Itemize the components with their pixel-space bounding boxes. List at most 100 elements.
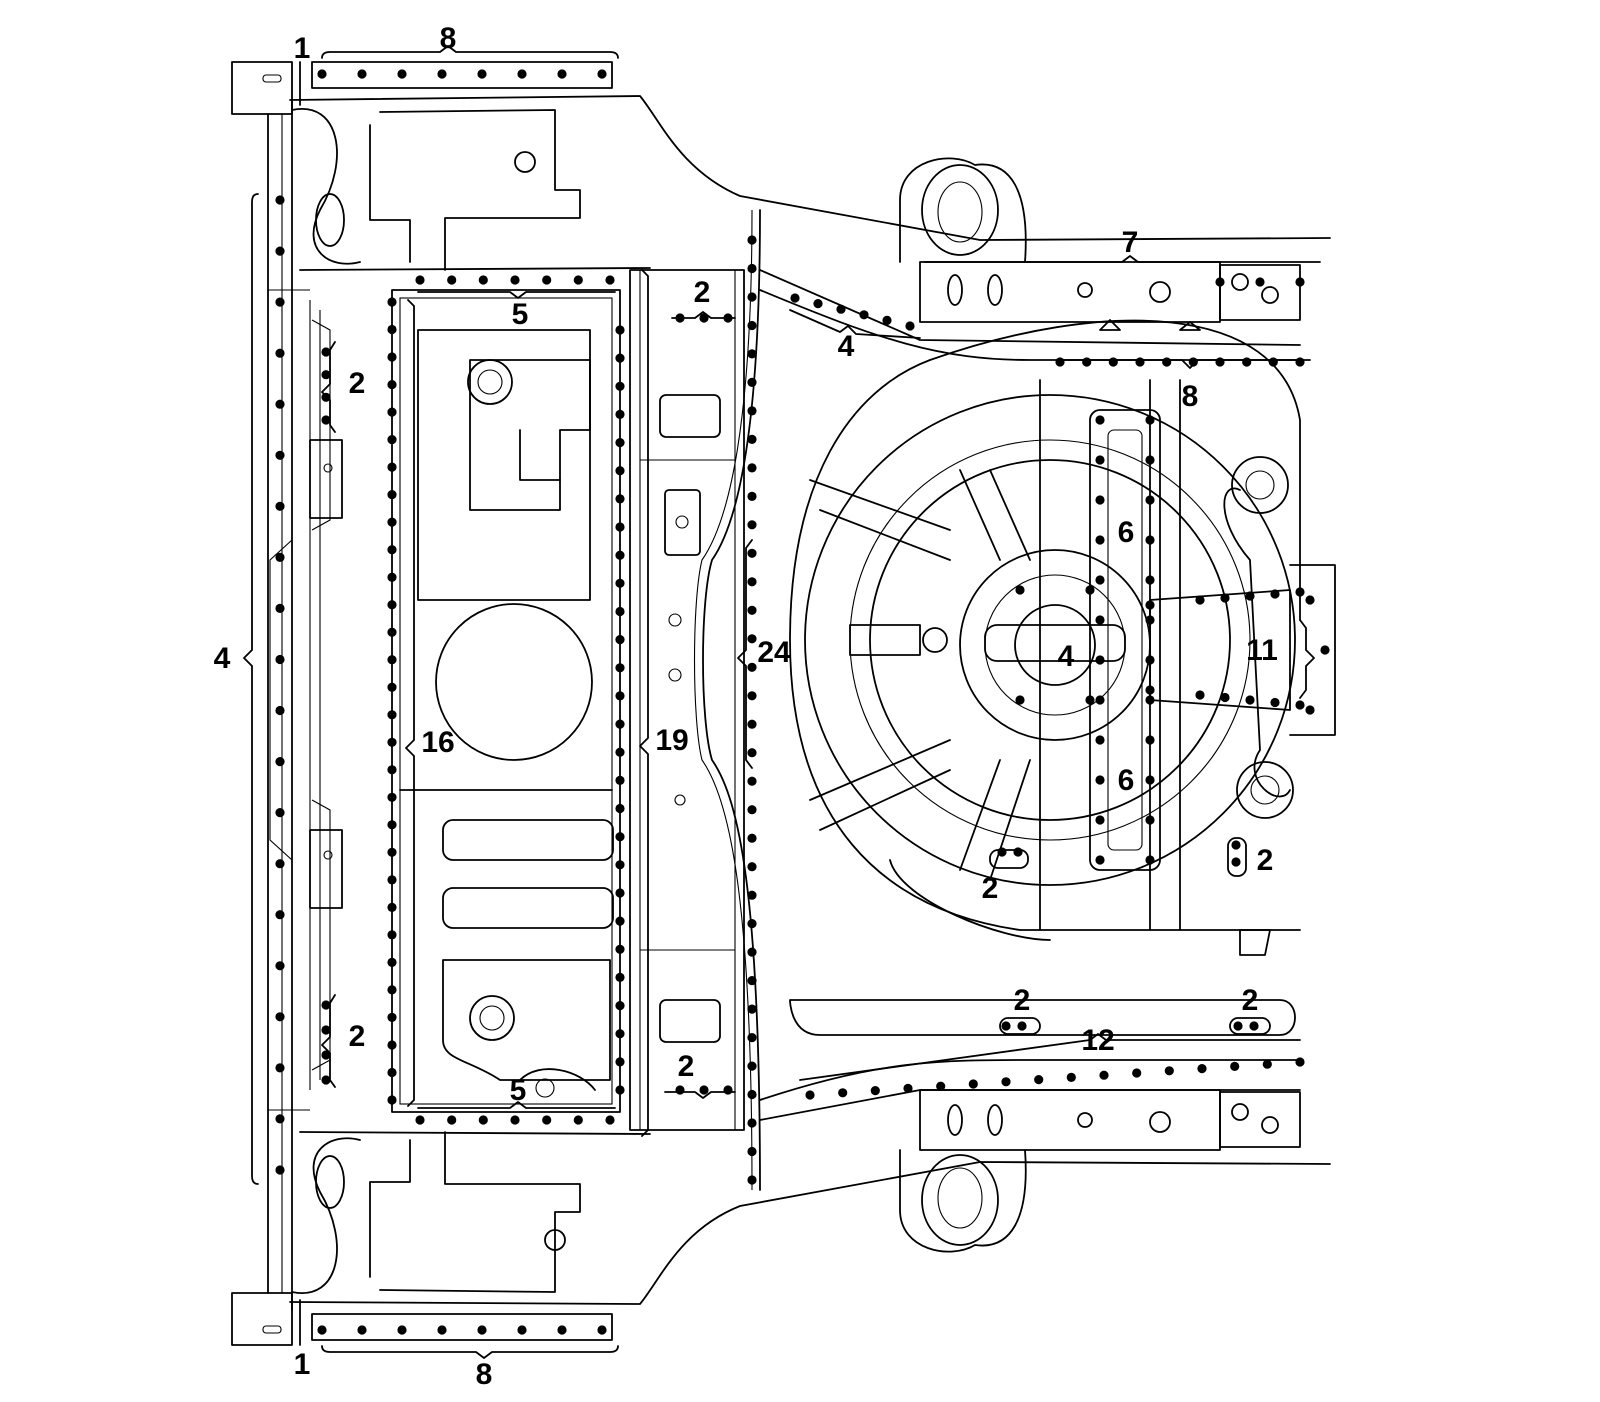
- weld-dot: [275, 757, 285, 767]
- weld-dot: [321, 415, 331, 425]
- weld-dot: [615, 606, 625, 617]
- weld-dot: [387, 902, 397, 913]
- callout-6-lower: 6: [1118, 764, 1135, 797]
- weld-dot: [1095, 495, 1105, 505]
- weld-dot: [1145, 685, 1155, 695]
- weld-dot: [387, 435, 397, 445]
- weld-dot: [1015, 695, 1025, 705]
- weld-dot: [1145, 575, 1155, 585]
- weld-dot: [1145, 735, 1155, 745]
- callout-2-tub: 2: [982, 872, 999, 905]
- weld-dot: [275, 1012, 285, 1022]
- weld-dot: [790, 293, 800, 303]
- weld-dot: [387, 1067, 397, 1078]
- weld-dot: [615, 691, 625, 701]
- weld-dot: [1242, 357, 1252, 367]
- weld-dot: [747, 748, 757, 758]
- weld-dot: [747, 1033, 757, 1043]
- weld-dot: [1295, 277, 1305, 287]
- weld-dot: [275, 808, 285, 818]
- weld-dot: [321, 1075, 331, 1085]
- callout-7: 7: [1122, 226, 1139, 259]
- weld-dot: [1233, 1021, 1243, 1031]
- weld-dot: [1295, 700, 1305, 710]
- weld-dot: [747, 434, 757, 444]
- callout-8-top-left: 8: [440, 22, 457, 55]
- weld-dot: [615, 466, 625, 476]
- weld-dot: [615, 944, 625, 954]
- upper-spring-tower: [899, 157, 1027, 263]
- weld-dot: [997, 847, 1007, 857]
- weld-dot: [1305, 595, 1315, 605]
- weld-dot: [1164, 1066, 1174, 1076]
- weld-dot: [836, 304, 846, 314]
- weld-dot: [747, 862, 757, 872]
- weld-dot: [478, 275, 488, 285]
- weld-dot: [747, 1004, 757, 1014]
- weld-dot: [1132, 1068, 1142, 1078]
- weld-dot: [723, 1085, 733, 1095]
- weld-dot: [1095, 535, 1105, 545]
- weld-dot: [1034, 1075, 1044, 1085]
- weld-dot: [615, 1029, 625, 1039]
- callout-16: 16: [421, 726, 454, 759]
- weld-dot: [747, 919, 757, 929]
- weld-dot: [387, 737, 397, 747]
- weld-dot: [747, 890, 757, 900]
- weld-dot: [747, 463, 757, 473]
- weld-dot: [275, 1114, 285, 1124]
- weld-dot: [747, 292, 757, 302]
- callout-labels: 1 8 1 8 4 5 5 2 2 2 2 16 19 24 4 7 8 4 6…: [214, 22, 1278, 1391]
- weld-dot: [1013, 847, 1023, 857]
- weld-dot: [1268, 357, 1278, 367]
- weld-dot: [859, 310, 869, 320]
- weld-dot: [415, 1115, 425, 1125]
- weld-dot: [542, 275, 552, 285]
- weld-dot: [615, 860, 625, 870]
- lower-floor-reinforcement: [789, 837, 1296, 1036]
- callout-8-bottom-left: 8: [476, 1358, 493, 1391]
- weld-dot: [1220, 692, 1230, 703]
- callout-4-rail: 4: [838, 330, 855, 363]
- lower-spring-tower: [899, 1149, 1027, 1253]
- weld-dot: [477, 1325, 487, 1335]
- weld-dot: [387, 297, 397, 307]
- weld-dot: [317, 1325, 327, 1335]
- weld-dot: [275, 450, 285, 460]
- weld-dot: [387, 462, 397, 472]
- weld-dot: [1270, 589, 1280, 599]
- weld-dot: [747, 263, 757, 274]
- weld-dot: [747, 691, 757, 701]
- weld-dot: [387, 407, 397, 417]
- weld-dot: [321, 370, 331, 380]
- weld-dot: [1215, 277, 1225, 287]
- weld-dot: [1017, 1021, 1027, 1031]
- weld-dot: [321, 1000, 331, 1010]
- rear-rail-upper: [759, 261, 1301, 361]
- spare-wheel-tub: [789, 319, 1301, 941]
- weld-dot: [387, 875, 397, 885]
- weld-dot: [275, 552, 285, 563]
- weld-dot: [321, 1025, 331, 1035]
- weld-dot: [615, 832, 625, 842]
- callout-2-left-upper: 2: [349, 367, 366, 400]
- weld-dot: [275, 501, 285, 511]
- weld-dot: [597, 69, 607, 79]
- weld-dot: [1245, 695, 1255, 705]
- weld-dot: [387, 930, 397, 940]
- weld-dot: [605, 275, 615, 285]
- weld-dot: [557, 1325, 567, 1335]
- weld-dot: [387, 517, 397, 527]
- weld-dot: [1262, 1059, 1272, 1069]
- callout-24: 24: [757, 636, 791, 669]
- weld-dot: [321, 1050, 331, 1060]
- weld-dot: [1162, 357, 1172, 367]
- trailing-arm-bracket: [1149, 456, 1336, 819]
- weld-dot: [275, 1165, 285, 1175]
- weld-dot: [1197, 1064, 1207, 1074]
- rear-floor-extension: [693, 209, 761, 1191]
- weld-dot: [838, 1088, 848, 1098]
- weld-dot: [1249, 1021, 1259, 1031]
- weld-dot: [615, 972, 625, 983]
- weld-dot: [387, 545, 397, 555]
